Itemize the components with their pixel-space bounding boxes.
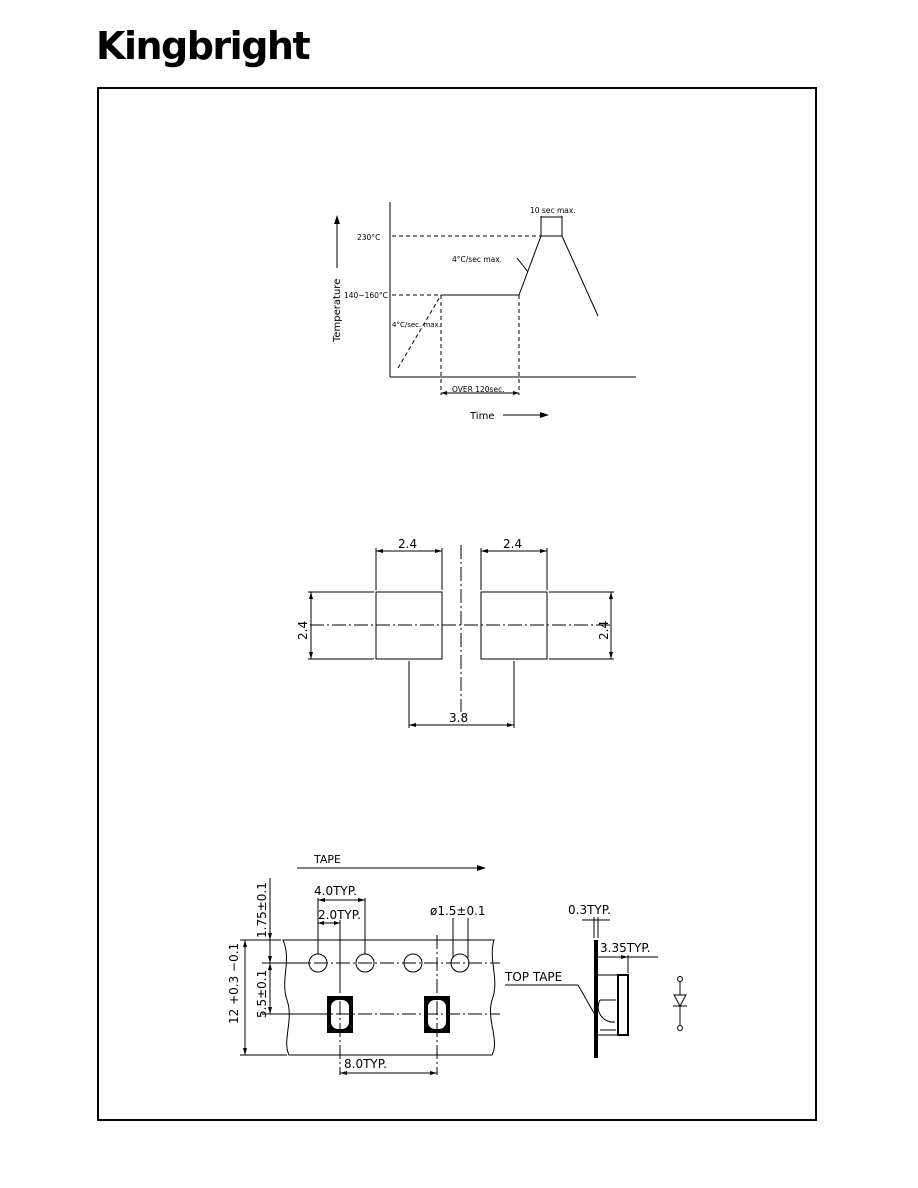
y-axis-label: Temperature [332,279,343,343]
drawing-frame [97,87,817,1121]
pad-layout-diagram: 2.4 2.4 2.4 2.4 3.8 [296,537,614,728]
pitch-label: 3.8 [449,711,468,725]
pad-width-right-label: 2.4 [503,537,522,551]
pocket-side-profile [598,974,629,1036]
preheat-temp-label: 140~160°C [344,291,388,300]
tape-diagram: TAPE 4.0TYP. 2.0TYP. ø [227,853,687,1075]
carrier-tape [282,939,496,1056]
soak-time-label: OVER 120sec. [452,385,505,394]
ramp-leader [516,257,529,273]
diode-symbol-icon [673,976,687,1031]
part-pitch-label: 8.0TYP. [344,1057,387,1071]
component-side [597,999,616,1023]
ramp-rate-label: 4°C/sec max. [452,255,502,264]
top-tape-label: TOP TAPE [504,970,562,984]
hole-diameter-label: ø1.5±0.1 [430,904,486,918]
preheat-rise [397,294,442,369]
tape-width-label: 12 +0.3 −0.1 [227,943,241,1024]
center-distance-label: 5.5±0.1 [255,970,269,1018]
peak-time-label: 10 sec max. [530,206,576,215]
tape-side-profile [594,940,598,1058]
peak-temp-label: 230°C [357,233,380,242]
hole-pitch-label: 4.0TYP. [314,884,357,898]
pad-height-right-label: 2.4 [597,621,611,640]
pad-width-left-label: 2.4 [398,537,417,551]
reflow-profile-diagram: OVER 120sec. 10 sec max. 4°C/sec max. 4°… [332,202,636,422]
preheat-rate-label: 4°C/sec. max. [392,321,441,329]
tape-direction-label: TAPE [313,853,341,866]
pad-height-left-label: 2.4 [296,621,310,640]
x-axis-label: Time [469,411,494,422]
edge-distance-label: 1.75±0.1 [255,882,269,938]
kingbright-logo: Kingbright [96,24,311,68]
pocket-depth-label: 3.35TYP. [600,941,651,955]
tape-thickness-label: 0.3TYP. [568,903,611,917]
half-pitch-label: 2.0TYP. [318,908,361,922]
